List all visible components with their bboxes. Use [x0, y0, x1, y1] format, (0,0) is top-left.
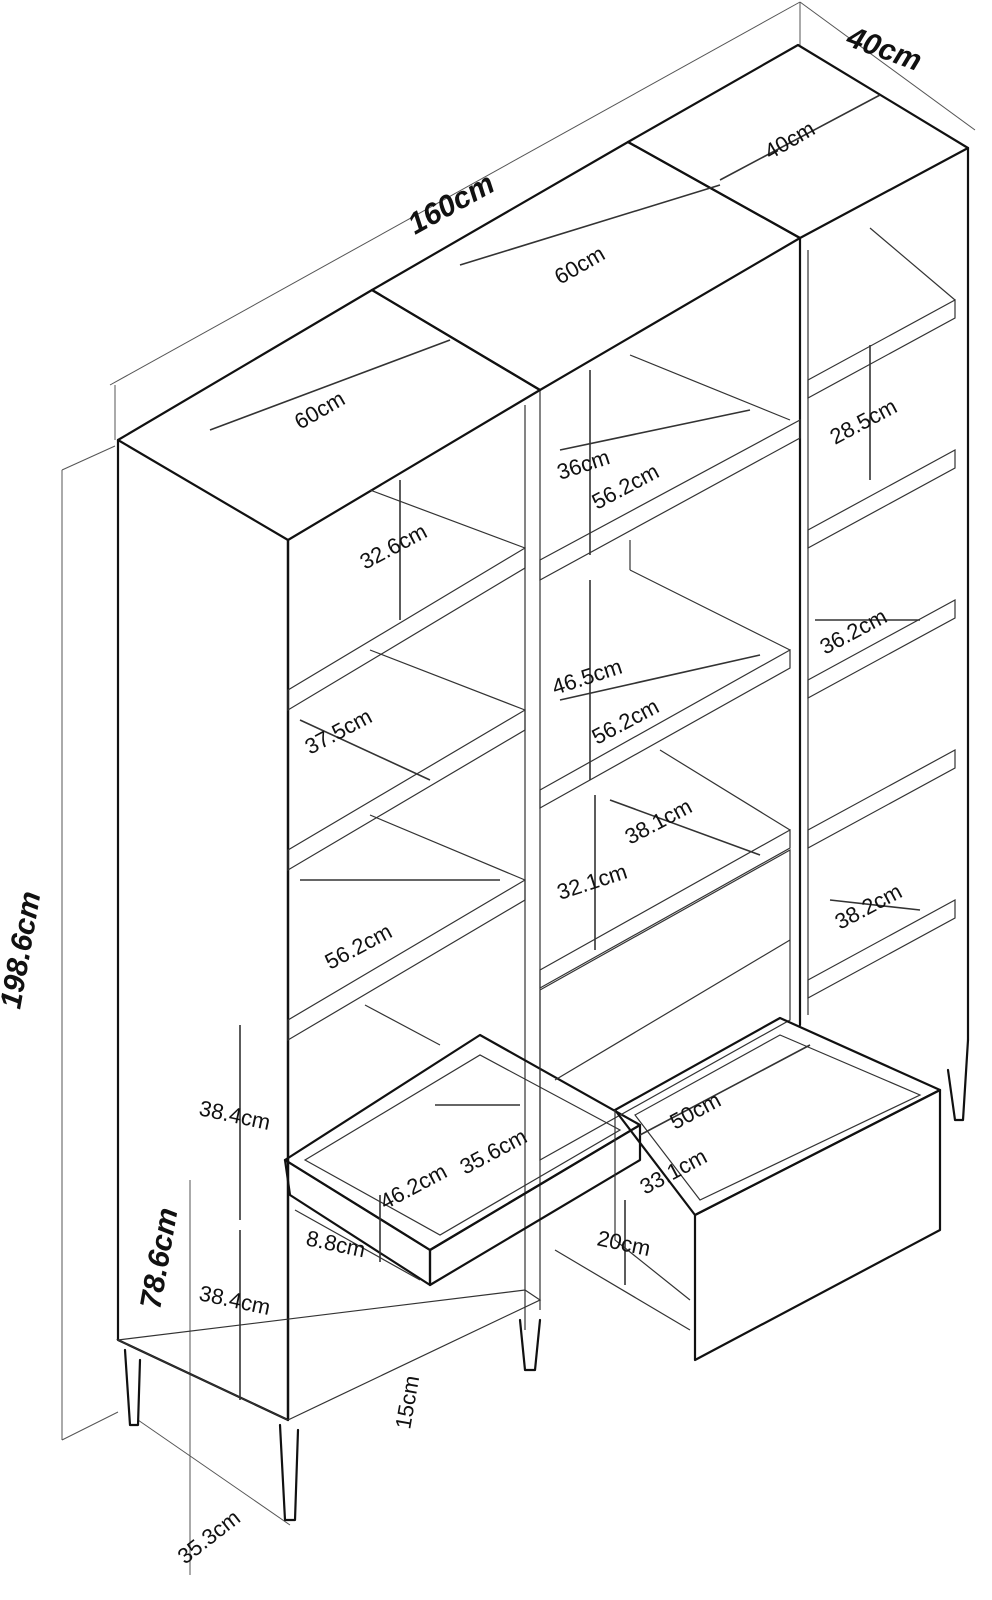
left-unit — [115, 288, 542, 1522]
right-shelf-depth-label: 36.2cm — [816, 603, 891, 659]
middle-middle-shelf-width-label: 56.2cm — [588, 693, 663, 749]
left-shelf-width-label: 56.2cm — [321, 918, 396, 974]
total-width-label: 160cm — [402, 167, 500, 241]
left-shelf-gap-top-label: 32.6cm — [356, 518, 431, 574]
leg-height-label: 15cm — [390, 1374, 424, 1431]
right-drawer — [554, 1016, 942, 1362]
right-lower-shelf-depth-label: 38.2cm — [831, 878, 906, 934]
middle-unit-width-label: 60cm — [550, 241, 609, 290]
left-unit-width-label: 60cm — [290, 386, 349, 435]
right-drawer-height-label: 20cm — [595, 1225, 653, 1261]
left-drawer-depth-label: 35.6cm — [456, 1123, 531, 1179]
right-unit — [626, 43, 970, 1122]
left-drawer-gap-lower-label: 38.4cm — [197, 1280, 273, 1319]
middle-middle-gap-label: 46.5cm — [549, 654, 625, 700]
depth-label: 40cm — [842, 20, 926, 78]
left-drawer-height-label: 8.8cm — [304, 1225, 368, 1262]
total-height-label: 198.6cm — [0, 889, 47, 1011]
measurement-arrows — [209, 94, 921, 1400]
middle-unit — [370, 140, 802, 1162]
lower-height-label: 78.6cm — [134, 1205, 184, 1311]
right-unit-depth-label: 40cm — [760, 116, 819, 165]
left-shelf-depth-label: 37.5cm — [301, 703, 376, 759]
overall-dimension-lines — [61, 1, 976, 1575]
left-drawer — [283, 1004, 642, 1287]
leg-depth-label: 35.3cm — [173, 1505, 245, 1569]
right-drawer-width-label: 50cm — [666, 1087, 725, 1134]
middle-top-gap-label: 36cm — [554, 444, 613, 484]
right-top-gap-label: 28.5cm — [826, 393, 901, 449]
left-drawer-width-label: 46.2cm — [376, 1158, 451, 1214]
middle-lower-shelf-depth-label: 38.1cm — [621, 793, 696, 849]
middle-lower-gap-label: 32.1cm — [554, 859, 630, 905]
left-drawer-gap-upper-label: 38.4cm — [197, 1095, 273, 1134]
